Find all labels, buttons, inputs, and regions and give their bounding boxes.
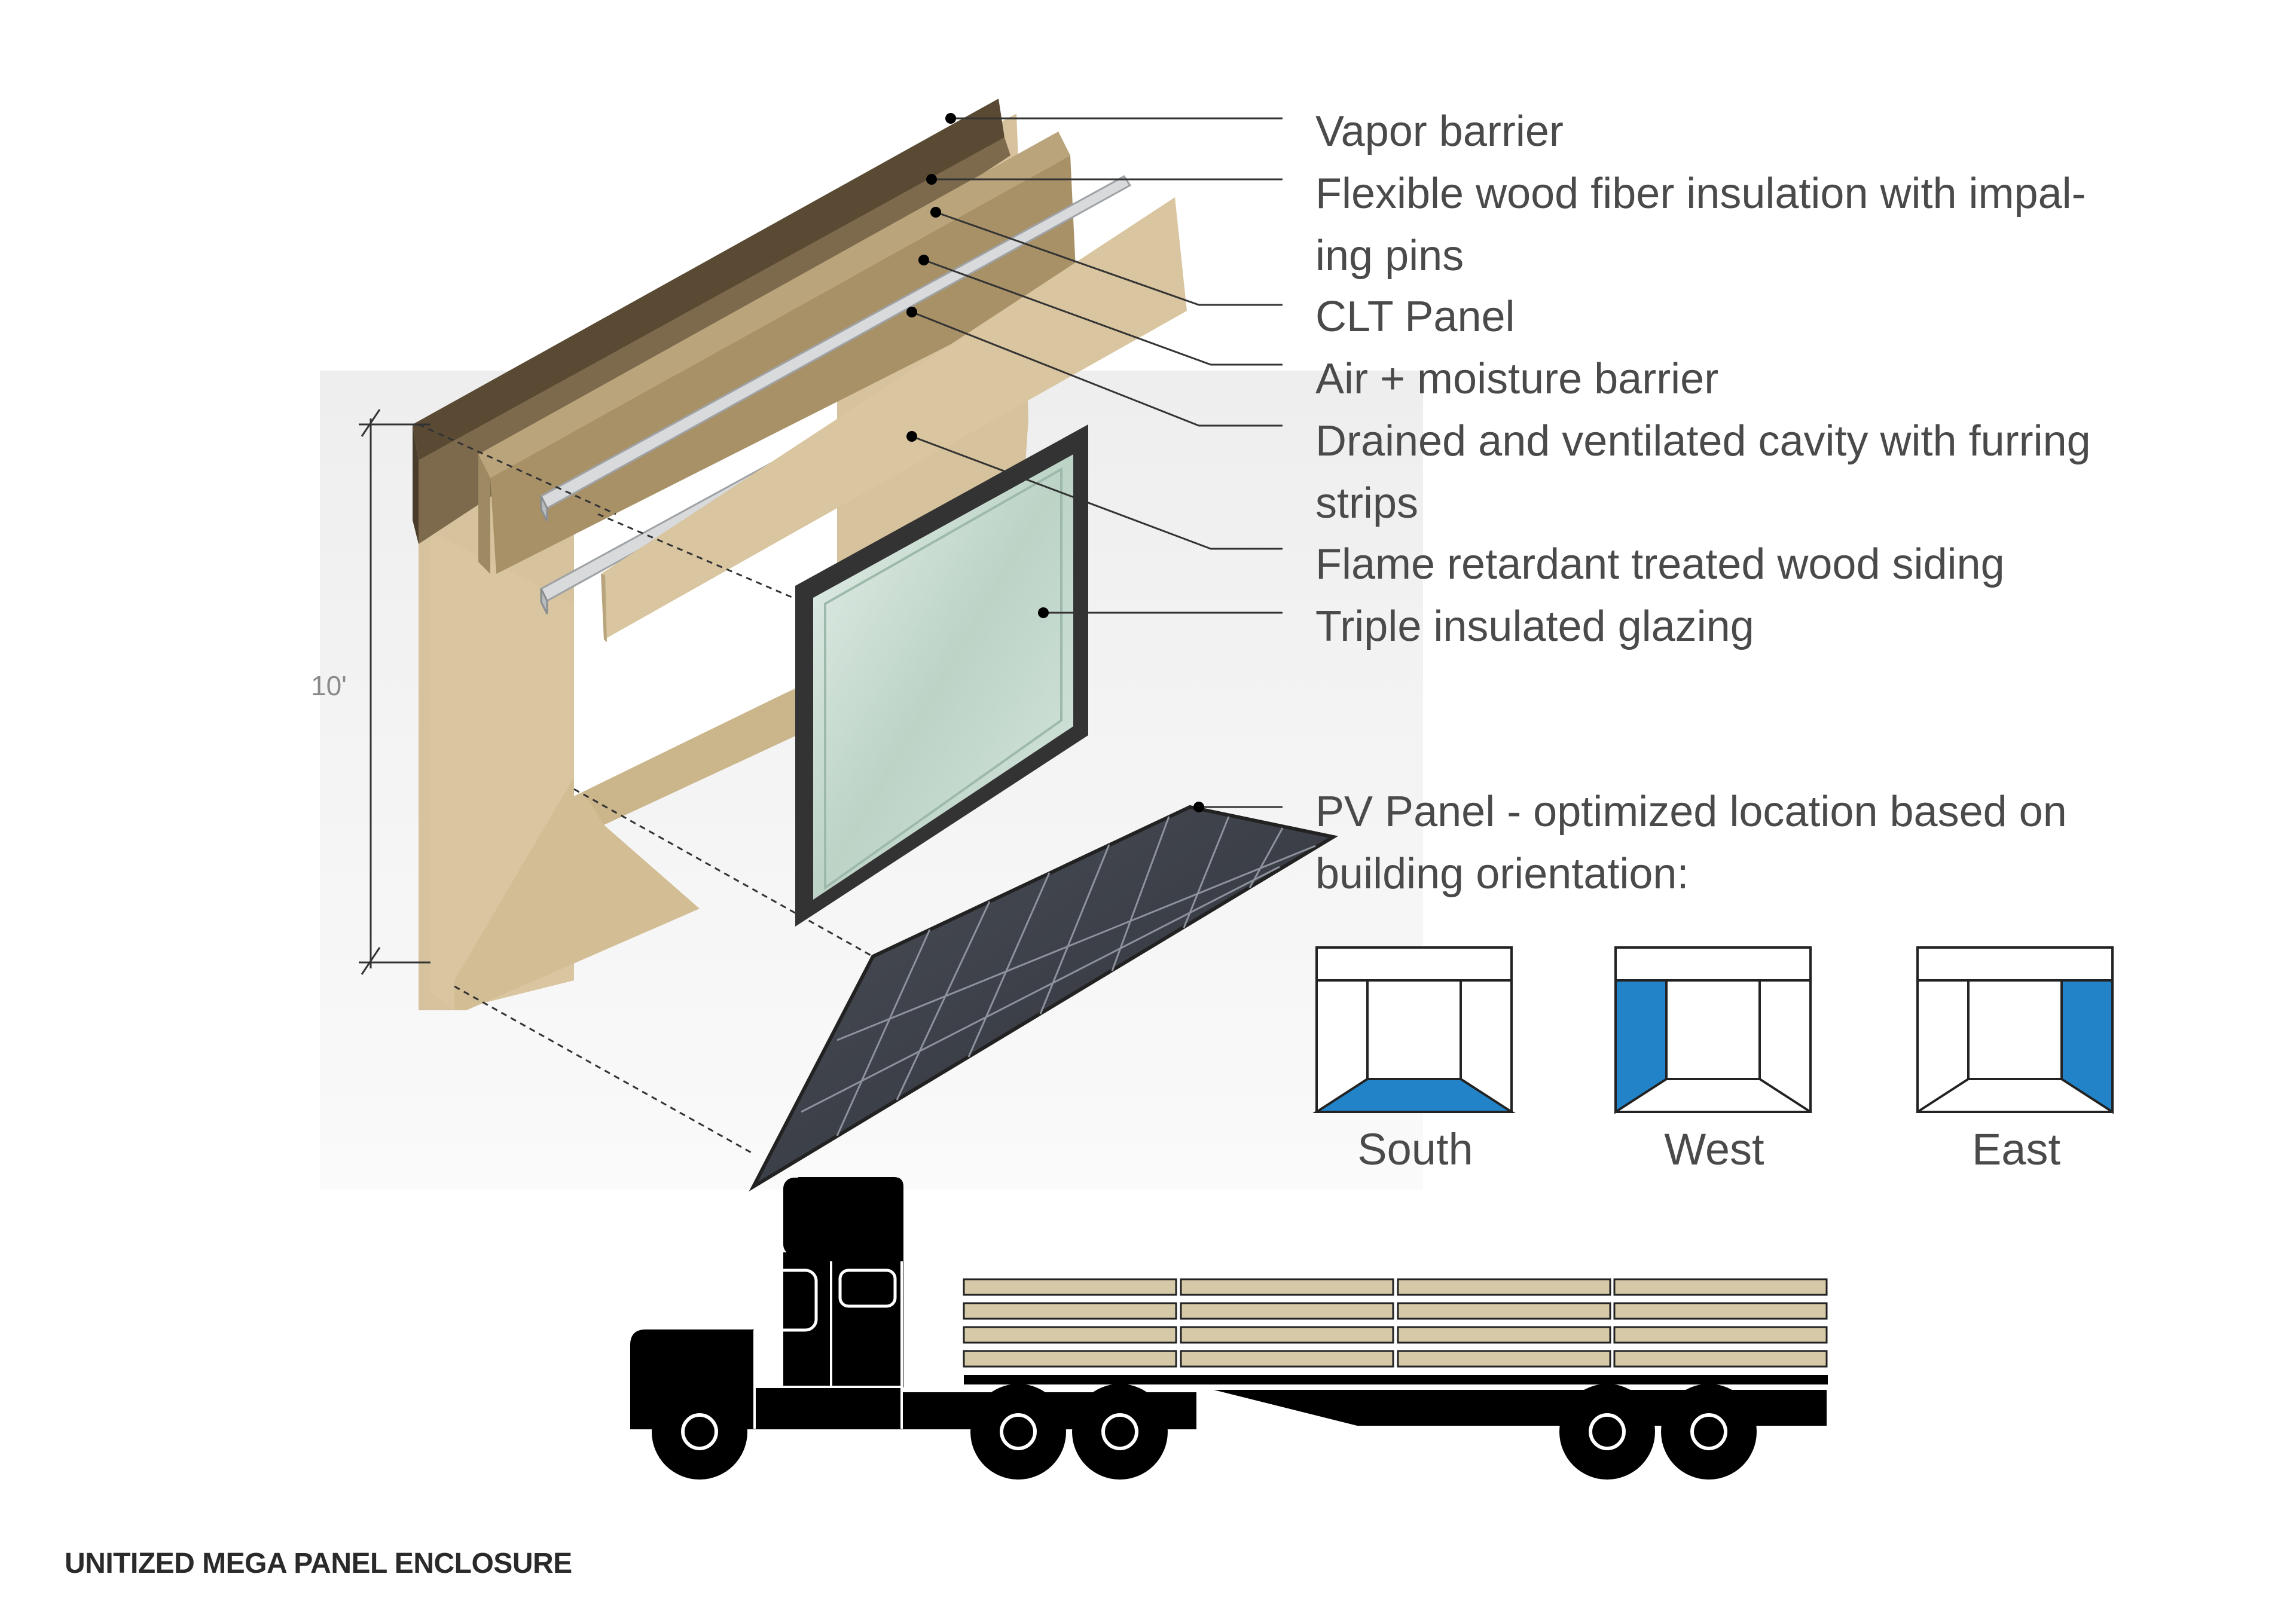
opening-sill-slope	[454, 777, 700, 1010]
insulation-front	[478, 454, 490, 574]
pv-cell-grid	[801, 816, 1316, 1136]
leader-lines	[911, 117, 1283, 808]
south-highlight	[1312, 1078, 1516, 1113]
wood-siding-edge	[601, 574, 607, 642]
insulation-board	[478, 132, 1070, 478]
vapor-barrier-face	[413, 424, 419, 544]
truck-panel-load	[963, 1278, 1828, 1368]
orientation-south-diagram	[1312, 946, 1516, 1113]
label-wood-fiber-insulation: Flexible wood fiber insulation with impa…	[1315, 170, 2086, 280]
label-clt-panel: CLT Panel	[1315, 293, 1515, 341]
truck-icon	[630, 1177, 1828, 1429]
window-glazing-inner	[824, 467, 1062, 890]
furring-strip-bottom-end	[540, 588, 548, 615]
orientation-south-label: South	[1357, 1124, 1473, 1174]
orientation-east-diagram	[1916, 946, 2114, 1114]
dimension-label: 10'	[311, 670, 347, 701]
dimension-line	[359, 409, 430, 975]
leader-dots	[906, 113, 1204, 812]
window-glazing	[813, 454, 1073, 900]
label-glazing: Triple insulated glazing	[1315, 603, 1754, 650]
label-pv-panel: PV Panel - optimized location based on b…	[1315, 788, 2067, 898]
label-vapor-barrier: Vapor barrier	[1315, 108, 1564, 155]
orientation-west-label: West	[1664, 1124, 1764, 1174]
vapor-barrier-board	[413, 99, 1004, 460]
east-highlight	[2060, 979, 2114, 1114]
orientation-east-label: East	[1971, 1124, 2061, 1174]
projection-lines	[418, 423, 874, 1155]
wood-siding-board	[601, 197, 1187, 640]
label-wood-siding: Flame retardant treated wood siding	[1315, 540, 2005, 588]
furring-strip-top-end	[540, 496, 548, 522]
orientation-west-diagram	[1614, 946, 1812, 1114]
pv-panel	[749, 805, 1339, 1192]
label-air-moisture-barrier: Air + moisture barrier	[1315, 355, 1719, 403]
truck-wheels	[652, 1384, 1757, 1480]
figure-caption: UNITIZED MEGA PANEL ENCLOSURE	[65, 1548, 572, 1579]
label-drained-cavity: Drained and ventilated cavity with furri…	[1315, 417, 2091, 527]
